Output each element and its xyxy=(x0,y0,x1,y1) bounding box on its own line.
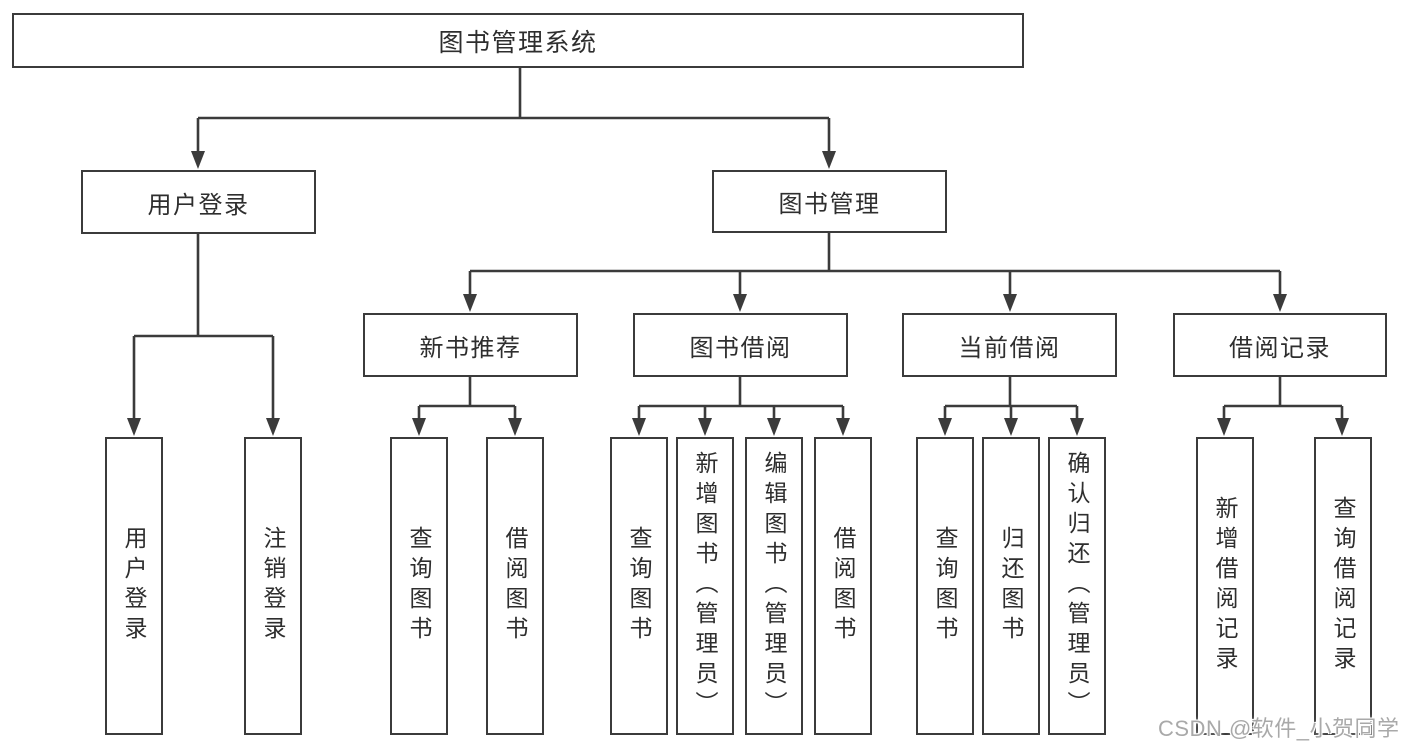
node-user-login-action: 用户登录 xyxy=(105,437,163,735)
node-edit-books-admin: 编辑图书（管理员） xyxy=(745,437,803,735)
node-book-borrowing: 图书借阅 xyxy=(633,313,848,377)
node-add-books-admin: 新增图书（管理员） xyxy=(676,437,734,735)
node-current-borrowing: 当前借阅 xyxy=(902,313,1117,377)
csdn-watermark: CSDN @软件_小贺同学 xyxy=(1158,716,1400,741)
node-confirm-return-admin: 确认归还（管理员） xyxy=(1048,437,1106,735)
node-user-login: 用户登录 xyxy=(81,170,316,234)
node-return-books: 归还图书 xyxy=(982,437,1040,735)
node-query-books-current: 查询图书 xyxy=(916,437,974,735)
node-query-borrow-record: 查询借阅记录 xyxy=(1314,437,1372,735)
node-logout-action: 注销登录 xyxy=(244,437,302,735)
node-borrow-books-recommend: 借阅图书 xyxy=(486,437,544,735)
node-new-book-recommendation: 新书推荐 xyxy=(363,313,578,377)
node-add-borrow-record: 新增借阅记录 xyxy=(1196,437,1254,735)
node-library-management-system: 图书管理系统 xyxy=(12,13,1024,68)
node-query-books-recommend: 查询图书 xyxy=(390,437,448,735)
node-borrowing-records: 借阅记录 xyxy=(1173,313,1387,377)
node-query-books-borrow: 查询图书 xyxy=(610,437,668,735)
arrowhead-icons xyxy=(127,151,1349,436)
node-borrow-books: 借阅图书 xyxy=(814,437,872,735)
connector-stems-and-bars xyxy=(132,68,1344,419)
node-book-management: 图书管理 xyxy=(712,170,947,233)
